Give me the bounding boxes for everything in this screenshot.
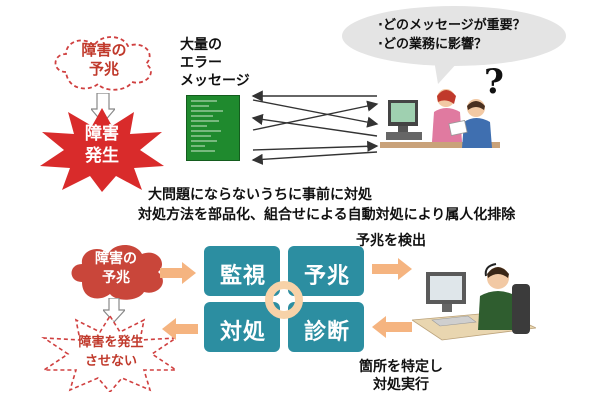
omen-cloud-top-label: 障害の 予兆 xyxy=(64,41,144,79)
cycle-label-diagnose: 診断 xyxy=(292,314,362,346)
arrow-operator-to-diagnose xyxy=(372,316,412,338)
caption-line-1: 大問題にならないうちに事前に対処 xyxy=(148,184,372,204)
cycle-label-predict: 予兆 xyxy=(292,258,362,290)
arrow-handle-to-prevent xyxy=(162,318,198,340)
failure-burst-label: 障害 発生 xyxy=(70,123,134,167)
speech-bubble-text: ·どのメッセージが重要？ ·どの業務に影響？ xyxy=(378,16,558,54)
prevent-failure-label: 障害を発生 させない xyxy=(68,333,154,371)
identify-handle-label: 箇所を特定し 対処実行 xyxy=(346,358,456,394)
cycle-label-monitor: 監視 xyxy=(208,258,278,290)
arrow-omen-to-monitor xyxy=(160,262,196,284)
arrow-predict-to-operator xyxy=(372,258,412,280)
office-workers-illustration xyxy=(380,78,510,164)
mass-errors-label: 大量の エラー メッセージ xyxy=(180,36,270,90)
omen-cloud-bottom-label: 障害の 予兆 xyxy=(80,250,152,288)
caption-line-2: 対処方法を部品化、組合せによる自動対処により属人化排除 xyxy=(138,204,515,224)
operator-illustration xyxy=(412,244,536,350)
crossing-message-arrows xyxy=(245,90,385,166)
error-message-terminal xyxy=(186,95,240,161)
cycle-label-handle: 対処 xyxy=(208,314,278,346)
